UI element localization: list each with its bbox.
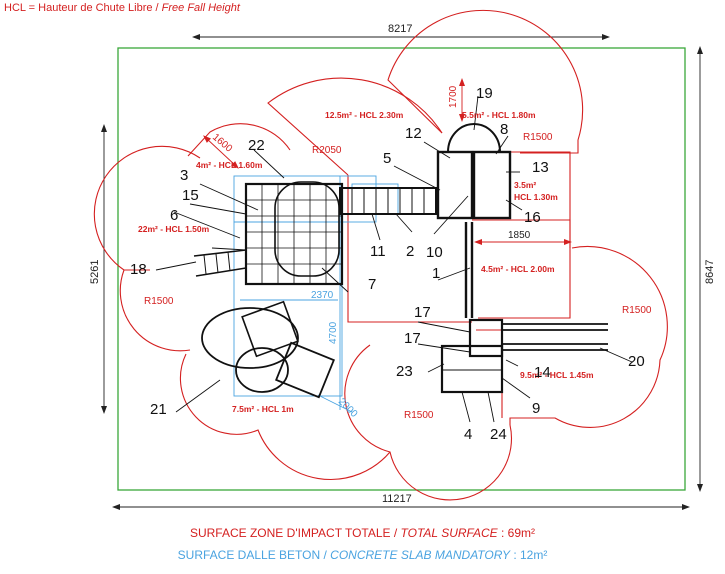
- callout-7: 7: [368, 276, 376, 293]
- legend-fr: HCL = Hauteur de Chute Libre /: [4, 2, 162, 14]
- callout-13: 13: [532, 159, 549, 176]
- callout-14: 14: [534, 364, 551, 381]
- callout-20: 20: [628, 353, 645, 370]
- callout-11: 11: [370, 243, 386, 260]
- callout-10: 10: [426, 244, 443, 261]
- callout-19: 19: [476, 85, 493, 102]
- red-dim-1700: 1700: [448, 85, 459, 108]
- callout-4: 4: [464, 426, 472, 443]
- callout-leaders: [155, 95, 633, 423]
- callout-8: 8: [500, 121, 508, 138]
- zone-label-5b: HCL 1.30m: [514, 192, 558, 202]
- total-surface-fr: SURFACE ZONE D'IMPACT TOTALE /: [189, 526, 401, 540]
- callout-5: 5: [383, 150, 391, 167]
- dimension-lines: [101, 34, 703, 510]
- red-dim-1850: 1850: [508, 230, 531, 241]
- blue-dim-2370: 2370: [311, 290, 334, 301]
- callout-22: 22: [248, 137, 265, 154]
- red-dim-1600: 1600: [210, 132, 234, 155]
- callout-9: 9: [532, 400, 540, 417]
- callout-1: 1: [432, 265, 440, 282]
- callout-18: 18: [130, 261, 147, 278]
- zone-label-5a: 3.5m²: [514, 180, 536, 190]
- callout-21: 21: [150, 401, 167, 418]
- concrete-slab-en: CONCRETE SLAB MANDATORY: [330, 548, 510, 562]
- callout-12: 12: [405, 125, 422, 142]
- red-dimension-arrows: [203, 78, 572, 245]
- callout-16: 16: [524, 209, 541, 226]
- callout-24: 24: [490, 426, 507, 443]
- callout-6: 6: [170, 207, 178, 224]
- floor-plan: 8217 11217 5261 8647: [89, 9, 716, 510]
- radius-r1500-top-right: R1500: [523, 132, 553, 143]
- impact-zone-outline: [93, 9, 668, 501]
- radius-r2050: R2050: [312, 145, 342, 156]
- concrete-slab-fr: SURFACE DALLE BETON /: [177, 548, 331, 562]
- radius-r1500-left: R1500: [144, 296, 174, 307]
- callout-17a: 17: [414, 304, 431, 321]
- zone-label-7: 9.5m² - HCL 1.45m: [520, 370, 594, 380]
- concrete-slab-line: SURFACE DALLE BETON / CONCRETE SLAB MAND…: [0, 548, 725, 562]
- total-surface-value: : 69m²: [497, 526, 536, 540]
- total-surface-line: SURFACE ZONE D'IMPACT TOTALE / TOTAL SUR…: [0, 526, 725, 540]
- dim-bottom: 11217: [382, 493, 412, 505]
- zone-label-3: 22m² - HCL 1.50m: [138, 224, 210, 234]
- zone-label-8: 7.5m² - HCL 1m: [232, 404, 294, 414]
- legend-en: Free Fall Height: [161, 2, 240, 14]
- callout-3: 3: [180, 167, 188, 184]
- callout-17b: 17: [404, 330, 421, 347]
- play-structure: [193, 123, 608, 399]
- zone-label-6: 4.5m² - HCL 2.00m: [481, 264, 555, 274]
- callout-15: 15: [182, 187, 199, 204]
- dim-top: 8217: [388, 23, 412, 35]
- legend: HCL = Hauteur de Chute Libre / Free Fall…: [4, 2, 240, 14]
- callout-2: 2: [406, 243, 414, 260]
- concrete-slab-value: : 12m²: [509, 548, 548, 562]
- radius-r1500-bottom: R1500: [404, 410, 434, 421]
- dim-right: 8647: [704, 260, 716, 284]
- total-surface-en: TOTAL SURFACE: [400, 526, 498, 540]
- dim-left: 5261: [89, 260, 101, 284]
- radius-r1500-right: R1500: [622, 305, 652, 316]
- zone-label-1: 12.5m² - HCL 2.30m: [325, 110, 404, 120]
- blue-dim-2000: 2000: [336, 396, 360, 420]
- zone-label-4: 5.5m² - HCL 1.80m: [462, 110, 536, 120]
- blue-dim-4700: 4700: [328, 321, 339, 344]
- callout-23: 23: [396, 363, 413, 380]
- zone-label-2: 4m² - HCL 1.60m: [196, 160, 263, 170]
- site-boundary: [117, 47, 686, 491]
